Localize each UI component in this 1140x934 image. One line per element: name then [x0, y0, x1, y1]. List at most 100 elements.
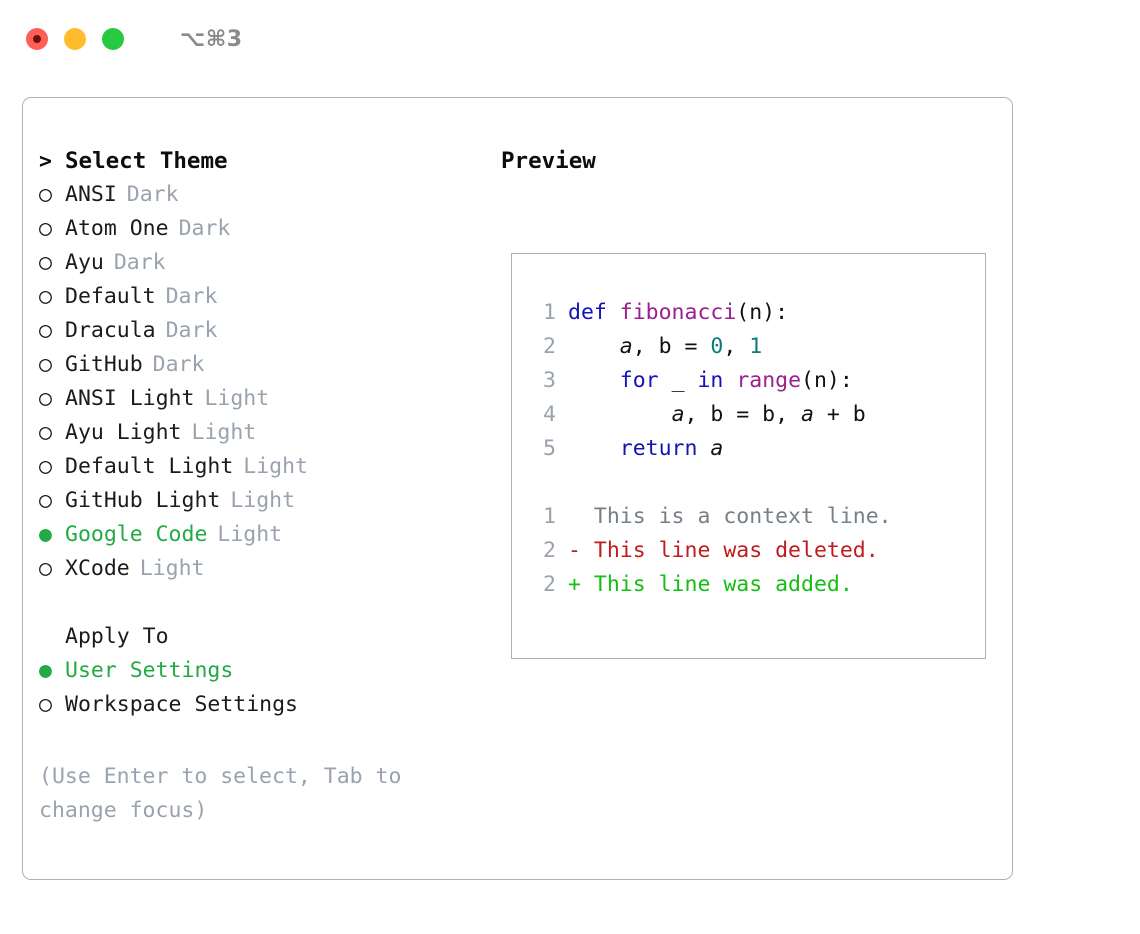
select-theme-title: Select Theme [65, 148, 228, 174]
maximize-button[interactable] [102, 28, 124, 50]
radio-selected-icon: ● [39, 658, 52, 683]
theme-list-item[interactable]: ○ GitHub Light Light [39, 488, 469, 522]
traffic-light-controls [26, 28, 124, 50]
select-theme-header: > Select Theme [39, 148, 469, 182]
diff-text: This line was deleted. [580, 538, 879, 563]
radio-unselected-icon: ○ [39, 182, 52, 207]
theme-variant-label: Dark [152, 352, 205, 377]
diff-line: 1 This is a context line. [526, 500, 892, 534]
line-number: 2 [543, 334, 556, 359]
theme-name-label: Atom One [65, 216, 169, 241]
code-token-plain: , [632, 334, 659, 359]
code-token-kw: return [619, 436, 698, 461]
minimize-button[interactable] [64, 28, 86, 50]
line-number: 4 [543, 402, 556, 427]
code-token-var: a [801, 402, 814, 427]
title-bar: ⌥⌘3 [0, 0, 1140, 78]
line-number: 2 [543, 572, 556, 597]
code-token-kw: for [619, 368, 659, 393]
code-token-plain: , [723, 334, 750, 359]
radio-unselected-icon: ○ [39, 556, 52, 581]
line-number: 5 [543, 436, 556, 461]
line-number: 1 [543, 300, 556, 325]
diff-line-text: - This line was deleted. [568, 534, 879, 568]
theme-variant-label: Dark [165, 318, 218, 343]
apply-to-spacer-icon: ○ [39, 624, 65, 649]
code-token-plain: , b = b, [684, 402, 802, 427]
code-line: 2 a, b = 0, 1 [526, 330, 892, 364]
radio-unselected-icon: ○ [39, 284, 52, 309]
theme-name-label: GitHub Light [65, 488, 221, 513]
code-token-plain: b [658, 334, 672, 359]
code-token-num: 1 [749, 334, 763, 359]
theme-name-label: Google Code [65, 522, 208, 547]
theme-variant-label: Dark [113, 250, 166, 275]
theme-list-item[interactable]: ● Google Code Light [39, 522, 469, 556]
theme-name-label: ANSI Light [65, 386, 195, 411]
code-token-var: a [671, 402, 685, 427]
apply-to-option[interactable]: ○Workspace Settings [39, 692, 469, 726]
diff-line: 2 + This line was added. [526, 568, 892, 602]
code-line: 4 a, b = b, a + b [526, 398, 892, 432]
theme-list-item[interactable]: ○ Default Dark [39, 284, 469, 318]
diff-line: 2 - This line was deleted. [526, 534, 892, 568]
line-number: 1 [543, 504, 556, 529]
theme-variant-label: Light [217, 522, 283, 547]
code-token-fn: range [736, 368, 802, 393]
apply-to-options: ● User Settings ○Workspace Settings [39, 658, 469, 726]
diff-line-text: This is a context line. [568, 500, 892, 534]
radio-unselected-icon: ○ [39, 250, 52, 275]
code-line-text: a, b = b, a + b [568, 398, 866, 432]
theme-variant-label: Dark [126, 182, 179, 207]
code-token-plain [697, 436, 710, 461]
close-button[interactable] [26, 28, 48, 50]
line-number: 2 [543, 538, 556, 563]
radio-unselected-icon: ○ [39, 454, 52, 479]
theme-variant-label: Light [243, 454, 309, 479]
theme-name-label: Ayu Light [65, 420, 182, 445]
apply-to-option-label: Workspace Settings [65, 692, 298, 717]
code-token-var: a [619, 334, 633, 359]
keyboard-shortcut-label: ⌥⌘3 [180, 26, 243, 52]
code-token-plain: (n): [736, 300, 789, 325]
apply-to-option[interactable]: ● User Settings [39, 658, 469, 692]
code-token-plain [568, 402, 672, 427]
code-line-text: for _ in range(n): [568, 364, 853, 398]
code-token-plain: _ [658, 368, 698, 393]
code-line: 5 return a [526, 432, 892, 466]
radio-selected-icon: ● [39, 522, 52, 547]
theme-name-label: Dracula [65, 318, 156, 343]
code-token-plain: + b [813, 402, 866, 427]
theme-variant-label: Light [230, 488, 296, 513]
prompt-caret-icon: > [39, 149, 52, 174]
apply-to-option-label: User Settings [65, 658, 234, 683]
diff-text: This is a context line. [580, 504, 892, 529]
theme-variant-label: Dark [165, 284, 218, 309]
code-line-text: return a [568, 432, 724, 466]
diff-marker [568, 504, 581, 529]
apply-to-header: ○ Apply To [39, 624, 469, 658]
code-token-var: a [710, 436, 724, 461]
code-token-plain [568, 368, 620, 393]
radio-unselected-icon: ○ [39, 488, 52, 513]
diff-line-text: + This line was added. [568, 568, 853, 602]
theme-name-label: Default [65, 284, 156, 309]
keyboard-hint: (Use Enter to select, Tab to change focu… [39, 764, 402, 823]
line-number: 3 [543, 368, 556, 393]
theme-variant-label: Light [204, 386, 270, 411]
